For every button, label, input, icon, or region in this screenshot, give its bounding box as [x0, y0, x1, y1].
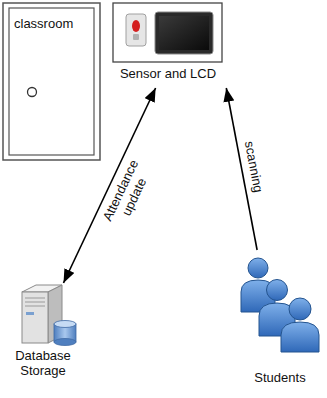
- server-icon: [22, 285, 76, 346]
- database-node: Database Storage: [2, 283, 84, 383]
- sensor-lcd-illustration: [113, 3, 222, 62]
- node-label: classroom: [14, 17, 73, 32]
- sensor-lcd-box: Sensor and LCD: [106, 2, 230, 88]
- node-label: Sensor and LCD: [120, 67, 216, 82]
- door-box: classroom: [3, 3, 101, 161]
- edge-label-holder: scanning: [240, 139, 265, 195]
- lcd-icon: [155, 12, 213, 54]
- edge-label: scanning: [240, 139, 265, 195]
- edge-label: Attendance update: [96, 150, 159, 239]
- sensor-icon: [126, 14, 146, 46]
- door-illustration: [3, 3, 100, 160]
- students-icon: [241, 258, 319, 352]
- door-knob: [28, 88, 37, 97]
- node-label: Students: [254, 371, 305, 386]
- node-label: Database Storage: [2, 349, 84, 379]
- edge-label-holder: Attendance update: [96, 150, 159, 239]
- students-node: Students: [236, 250, 324, 390]
